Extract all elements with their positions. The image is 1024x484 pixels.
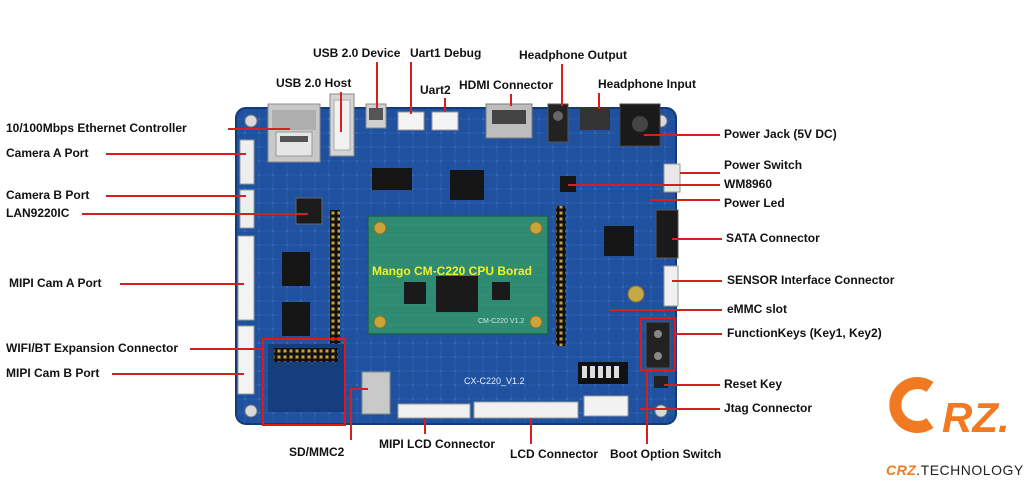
svg-text:RZ.: RZ.	[942, 394, 1010, 441]
leader-sd-mmc2-h	[350, 388, 368, 390]
label-wm8960: WM8960	[724, 177, 773, 191]
leader-wifi-bt	[190, 348, 264, 350]
leader-boot-option	[646, 372, 648, 444]
label-jtag: Jtag Connector	[724, 401, 813, 415]
leader-usb-device	[376, 62, 378, 108]
label-uart2: Uart2	[420, 83, 451, 97]
cpu-module	[367, 215, 549, 335]
label-power-led: Power Led	[724, 196, 785, 210]
label-sensor-if: SENSOR Interface Connector	[727, 273, 895, 287]
leader-lcd	[530, 418, 532, 444]
label-headphone-out: Headphone Output	[519, 48, 627, 62]
label-reset-key: Reset Key	[724, 377, 783, 391]
label-hdmi: HDMI Connector	[459, 78, 553, 92]
cpu-board-label: Mango CM-C220 CPU Borad	[372, 264, 533, 278]
label-boot-option: Boot Option Switch	[610, 447, 722, 461]
leader-reset-key	[664, 384, 720, 386]
brand-prefix: CRZ	[886, 462, 917, 478]
leader-mipi-lcd	[424, 418, 426, 434]
leader-camera-b	[106, 195, 246, 197]
label-ethernet: 10/100Mbps Ethernet Controller	[6, 121, 187, 135]
leader-function-keys	[676, 333, 722, 335]
label-lan9220: LAN9220IC	[6, 206, 70, 220]
label-function-keys: FunctionKeys (Key1, Key2)	[727, 326, 882, 340]
label-power-jack: Power Jack (5V DC)	[724, 127, 837, 141]
label-mipi-cam-b: MIPI Cam B Port	[6, 366, 100, 380]
label-sata: SATA Connector	[726, 231, 820, 245]
leader-uart2	[444, 98, 446, 112]
module-silk: CM-C220 V1.2	[478, 318, 525, 325]
label-emmc: eMMC slot	[727, 302, 787, 316]
leader-headphone-out	[561, 64, 563, 106]
leader-emmc	[610, 309, 722, 311]
leader-ethernet	[228, 128, 290, 130]
leader-mipi-cam-a	[120, 283, 244, 285]
leader-power-switch	[680, 172, 720, 174]
leader-uart1	[410, 62, 412, 114]
label-usb-device: USB 2.0 Device	[313, 46, 401, 60]
leader-lan9220	[82, 213, 308, 215]
leader-power-jack	[644, 134, 720, 136]
label-lcd: LCD Connector	[510, 447, 598, 461]
leader-power-led	[650, 199, 720, 201]
crz-logo-mark: RZ.	[889, 377, 1010, 441]
label-usb-host: USB 2.0 Host	[276, 76, 352, 90]
leader-jtag	[640, 408, 720, 410]
label-headphone-in: Headphone Input	[598, 77, 696, 91]
label-mipi-cam-a: MIPI Cam A Port	[9, 276, 102, 290]
label-camera-b: Camera B Port	[6, 188, 90, 202]
leader-camera-a	[106, 153, 246, 155]
brand-suffix: .TECHNOLOGY	[916, 462, 1024, 478]
leader-mipi-cam-b	[112, 373, 244, 375]
leader-hdmi	[510, 94, 512, 106]
crz-technology-brand: CRZ.TECHNOLOGY	[886, 462, 1024, 478]
leader-wm8960	[568, 184, 720, 186]
label-sd-mmc2: SD/MMC2	[289, 445, 345, 459]
leader-headphone-in	[598, 93, 600, 109]
rj45-jack	[267, 103, 321, 163]
label-power-switch: Power Switch	[724, 158, 803, 172]
label-wifi-bt: WIFI/BT Expansion Connector	[6, 341, 179, 355]
label-uart1: Uart1 Debug	[410, 46, 482, 60]
label-mipi-lcd: MIPI LCD Connector	[379, 437, 495, 451]
leader-sata	[672, 238, 722, 240]
leader-usb-host	[340, 92, 342, 132]
label-camera-a: Camera A Port	[6, 146, 89, 160]
board-silkscreen: CX-C220_V1.2	[464, 376, 525, 386]
leader-sensor-if	[672, 280, 722, 282]
leader-sd-mmc2	[350, 388, 352, 440]
